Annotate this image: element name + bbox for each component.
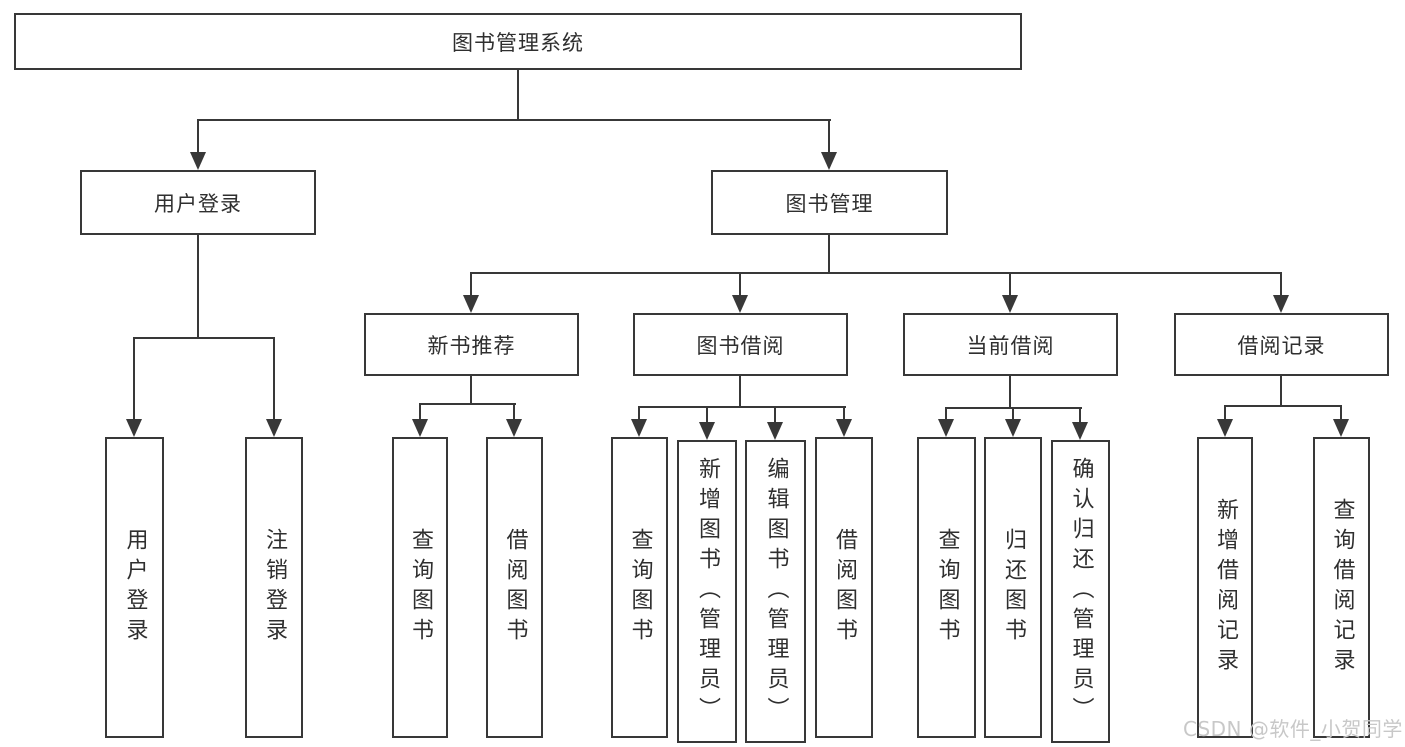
connector-arrowhead (266, 419, 282, 437)
connector-line (739, 376, 741, 408)
node-cb-return-books: 归还图书 (984, 437, 1042, 738)
connector-arrowhead (1002, 295, 1018, 313)
connector-line (1340, 405, 1342, 421)
connector-line (1224, 405, 1226, 421)
connector-line (273, 337, 275, 421)
node-root-label: 图书管理系统 (452, 30, 584, 55)
node-login: 用户登录 (105, 437, 164, 738)
node-bb-borrow-books: 借阅图书 (815, 437, 873, 738)
csdn-watermark: CSDN @软件_小贺同学 (1183, 717, 1403, 741)
connector-line (828, 235, 830, 274)
connector-line (133, 337, 135, 421)
node-book-borrowing-label: 图书借阅 (696, 333, 785, 358)
connector-line (774, 406, 776, 424)
connector-line (470, 376, 472, 405)
connector-arrowhead (1072, 422, 1088, 440)
connector-line (739, 272, 741, 297)
node-bb-add-book-admin-label: 新增图书（管理员） (695, 456, 720, 727)
connector-arrowhead (699, 422, 715, 440)
connector-line (470, 272, 1282, 274)
node-logout-label: 注销登录 (262, 527, 287, 648)
connector-arrowhead (1005, 419, 1021, 437)
connector-arrowhead (732, 295, 748, 313)
connector-line (638, 406, 846, 408)
node-cb-confirm-return-admin-label: 确认归还（管理员） (1068, 456, 1094, 727)
node-book-borrowing: 图书借阅 (633, 313, 848, 376)
node-user-login-label: 用户登录 (154, 191, 242, 216)
node-nbr-borrow-books: 借阅图书 (486, 437, 543, 738)
connector-line (470, 272, 472, 297)
connector-line (1079, 407, 1081, 424)
node-login-label: 用户登录 (122, 527, 148, 648)
connector-line (1012, 407, 1014, 421)
node-bb-query-books: 查询图书 (611, 437, 668, 738)
connector-line (419, 403, 421, 421)
node-current-borrowing-label: 当前借阅 (966, 333, 1055, 358)
connector-line (1280, 272, 1282, 297)
connector-line (945, 407, 947, 421)
connector-arrowhead (126, 419, 142, 437)
connector-line (1224, 405, 1342, 407)
connector-line (513, 403, 515, 421)
connector-line (419, 403, 516, 405)
connector-line (638, 406, 640, 421)
node-nbr-query-books: 查询图书 (392, 437, 448, 738)
connector-arrowhead (767, 422, 783, 440)
node-root: 图书管理系统 (14, 13, 1022, 70)
node-book-management-label: 图书管理 (785, 191, 874, 216)
connector-arrowhead (836, 419, 852, 437)
connector-arrowhead (506, 419, 522, 437)
node-nbr-query-books-label: 查询图书 (408, 527, 433, 648)
connector-line (1009, 272, 1011, 297)
connector-arrowhead (938, 419, 954, 437)
node-current-borrowing: 当前借阅 (903, 313, 1118, 376)
connector-arrowhead (412, 419, 428, 437)
connector-arrowhead (821, 152, 837, 170)
node-bb-query-books-label: 查询图书 (627, 527, 653, 648)
node-cb-query-books-label: 查询图书 (934, 527, 960, 648)
node-bb-edit-book-admin-label: 编辑图书（管理员） (763, 456, 789, 727)
connector-line (843, 406, 845, 421)
connector-arrowhead (1217, 419, 1233, 437)
connector-arrowhead (1273, 295, 1289, 313)
connector-line (1009, 376, 1011, 409)
node-user-login: 用户登录 (80, 170, 316, 235)
node-rec-query-record: 查询借阅记录 (1313, 437, 1370, 738)
node-nbr-borrow-books-label: 借阅图书 (502, 527, 528, 648)
connector-line (1280, 376, 1282, 407)
connector-arrowhead (631, 419, 647, 437)
node-borrow-records: 借阅记录 (1174, 313, 1389, 376)
connector-line (706, 406, 708, 424)
node-book-management: 图书管理 (711, 170, 948, 235)
node-new-book-recommend: 新书推荐 (364, 313, 579, 376)
node-bb-borrow-books-label: 借阅图书 (832, 527, 857, 648)
node-rec-add-record: 新增借阅记录 (1197, 437, 1253, 738)
node-cb-confirm-return-admin: 确认归还（管理员） (1051, 440, 1110, 743)
connector-line (197, 235, 199, 339)
connector-line (828, 119, 830, 154)
connector-line (133, 337, 275, 339)
connector-arrowhead (463, 295, 479, 313)
node-cb-query-books: 查询图书 (917, 437, 976, 738)
node-bb-add-book-admin: 新增图书（管理员） (677, 440, 737, 743)
connector-line (197, 119, 831, 121)
node-logout: 注销登录 (245, 437, 303, 738)
node-rec-add-record-label: 新增借阅记录 (1213, 497, 1238, 678)
connector-arrowhead (1333, 419, 1349, 437)
node-new-book-recommend-label: 新书推荐 (427, 333, 516, 358)
node-borrow-records-label: 借阅记录 (1237, 333, 1326, 358)
connector-arrowhead (190, 152, 206, 170)
node-bb-edit-book-admin: 编辑图书（管理员） (745, 440, 806, 743)
node-rec-query-record-label: 查询借阅记录 (1329, 497, 1355, 678)
connector-line (197, 119, 199, 154)
node-cb-return-books-label: 归还图书 (1001, 527, 1026, 648)
connector-line (517, 70, 519, 121)
